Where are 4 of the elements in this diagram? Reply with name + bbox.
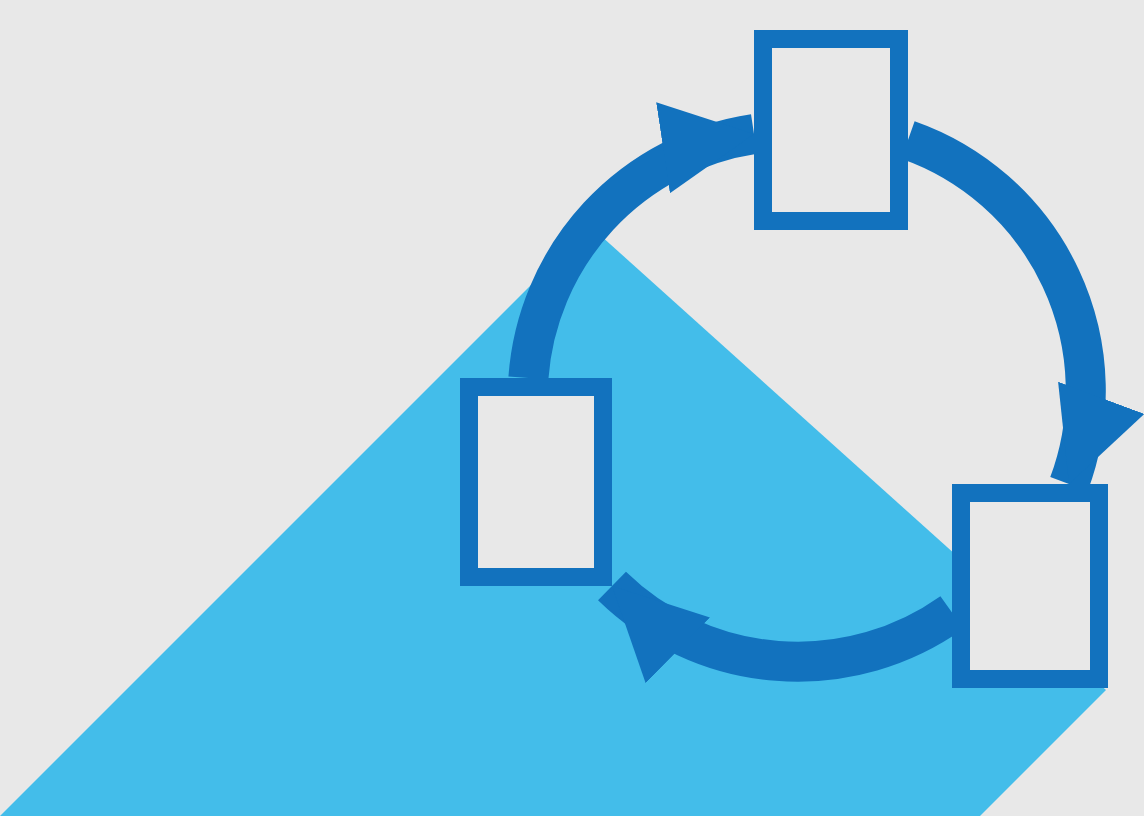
curved-arrow bbox=[508, 108, 759, 381]
empty-box bbox=[754, 30, 908, 230]
empty-box bbox=[460, 378, 612, 586]
empty-box bbox=[952, 484, 1108, 688]
